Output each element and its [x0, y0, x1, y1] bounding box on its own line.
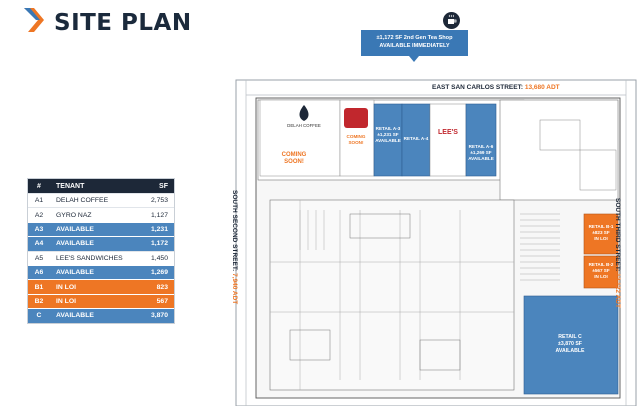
c-status: AVAILABLE [555, 348, 585, 354]
retail-b1-block [583, 213, 619, 255]
street-north: EAST SAN CARLOS STREET: 13,680 ADT [432, 84, 560, 91]
row-sf: 2,753 [150, 197, 168, 205]
lees-logo: LEE'S [438, 129, 458, 136]
retail-a6-block [465, 103, 497, 177]
a6-sf: ±1,269 SF [470, 150, 492, 155]
delah-coffee-logo: DELAH COFFEE [286, 104, 322, 128]
retail-b1-label: RETAIL B-1 ±823 SF IN LOI [584, 224, 618, 242]
row-sf: 1,172 [150, 240, 168, 248]
row-sf: 1,231 [150, 225, 168, 233]
street-west: SOUTH SECOND STREET: 7,940 ADT [231, 190, 238, 304]
a4-name: RETAIL A-4 [403, 136, 429, 141]
row-sf: 1,269 [150, 269, 168, 277]
header-tenant: TENANT [56, 182, 85, 190]
table-row: A3 AVAILABLE 1,231 [28, 221, 174, 237]
gyro-naz-logo [344, 108, 368, 128]
row-id: A1 [34, 197, 44, 205]
coming-soon-gyro-a: COMING [346, 134, 366, 139]
row-tenant: AVAILABLE [56, 225, 94, 233]
a3-name: RETAIL A-3 [375, 126, 401, 131]
table-row: A6 AVAILABLE 1,269 [28, 264, 174, 280]
a6-status: AVAILABLE [468, 156, 494, 161]
b1-status: IN LOI [594, 236, 608, 241]
retail-c-block [523, 295, 619, 395]
delah-logo-icon [299, 105, 309, 121]
row-tenant: LEE'S SANDWICHES [56, 254, 123, 262]
street-east: SOUTH THIRD STREET: 13,122 ADT [614, 198, 621, 308]
street-north-adt: 13,680 ADT [524, 84, 560, 91]
callout-arrow [409, 56, 419, 62]
b2-sf: ±567 SF [592, 268, 610, 273]
callout-line1: ±1,172 SF 2nd Gen Tea Shop [376, 35, 453, 41]
row-id: A3 [34, 225, 44, 233]
row-sf: 1,127 [150, 211, 168, 219]
street-north-name: EAST SAN CARLOS STREET: [432, 84, 524, 91]
b1-sf: ±823 SF [592, 230, 610, 235]
c-name: RETAIL C [558, 334, 582, 340]
table-row: A1 DELAH COFFEE 2,753 [28, 193, 174, 207]
table-row: B1 IN LOI 823 [28, 279, 174, 294]
row-id: A4 [34, 240, 44, 248]
row-sf: 1,450 [150, 254, 168, 262]
row-sf: 823 [156, 283, 168, 291]
retail-a6-label: RETAIL A-6 ±1,269 SF AVAILABLE [466, 144, 496, 162]
a6-name: RETAIL A-6 [468, 144, 494, 149]
table-header: # TENANT SF [28, 179, 174, 193]
retail-a3-label: RETAIL A-3 ±1,231 SF AVAILABLE [374, 126, 402, 144]
row-id: B2 [34, 297, 44, 305]
b2-status: IN LOI [594, 274, 608, 279]
row-sf: 567 [156, 297, 168, 305]
row-tenant: IN LOI [56, 283, 77, 291]
row-tenant: AVAILABLE [56, 269, 94, 277]
coming-soon-delah: COMING SOON! [281, 152, 307, 165]
c-sf: ±3,870 SF [558, 341, 582, 347]
table-row: C AVAILABLE 3,870 [28, 308, 174, 323]
header-number: # [37, 182, 41, 190]
table-row: B2 IN LOI 567 [28, 293, 174, 309]
row-tenant: IN LOI [56, 297, 77, 305]
retail-b2-label: RETAIL B-2 ±567 SF IN LOI [584, 262, 618, 280]
table-row: A5 LEE'S SANDWICHES 1,450 [28, 250, 174, 265]
street-west-adt: 7,940 ADT [231, 273, 238, 305]
row-tenant: AVAILABLE [56, 312, 94, 320]
row-id: B1 [34, 283, 44, 291]
tea-cup-icon [443, 12, 460, 29]
row-tenant: DELAH COFFEE [56, 197, 109, 205]
b2-name: RETAIL B-2 [588, 262, 614, 267]
row-id: A2 [34, 211, 44, 219]
table-row: A4 AVAILABLE 1,172 [28, 236, 174, 251]
brand-logo-icon [24, 8, 44, 32]
tea-shop-callout: ±1,172 SF 2nd Gen Tea Shop AVAILABLE IMM… [361, 30, 468, 56]
row-id: A6 [34, 269, 44, 277]
retail-a4-label: RETAIL A-4 [402, 136, 430, 142]
a3-sf: ±1,231 SF [377, 132, 399, 137]
coming-soon-gyro-b: SOON! [348, 139, 364, 145]
callout-line2: AVAILABLE IMMEDIATELY [379, 43, 450, 49]
delah-brand-text: DELAH COFFEE [287, 123, 321, 128]
retail-c-label: RETAIL C ±3,870 SF AVAILABLE [540, 334, 600, 355]
row-id: C [36, 312, 42, 320]
b1-name: RETAIL B-1 [588, 224, 614, 229]
coming-soon-gyro: COMING SOON! [344, 134, 368, 145]
page-title: SITE PLAN [54, 10, 192, 36]
row-tenant: AVAILABLE [56, 240, 94, 248]
a3-status: AVAILABLE [375, 138, 401, 143]
table-row: A2 GYRO NAZ 1,127 [28, 207, 174, 221]
row-sf: 3,870 [150, 312, 168, 320]
retail-a3-block [373, 103, 403, 177]
retail-a4-block [401, 103, 431, 177]
retail-b2-block [583, 255, 619, 289]
row-id: A5 [34, 254, 44, 262]
row-tenant: GYRO NAZ [56, 211, 92, 219]
street-west-name: SOUTH SECOND STREET: [231, 190, 238, 272]
header-sf: SF [159, 182, 168, 190]
